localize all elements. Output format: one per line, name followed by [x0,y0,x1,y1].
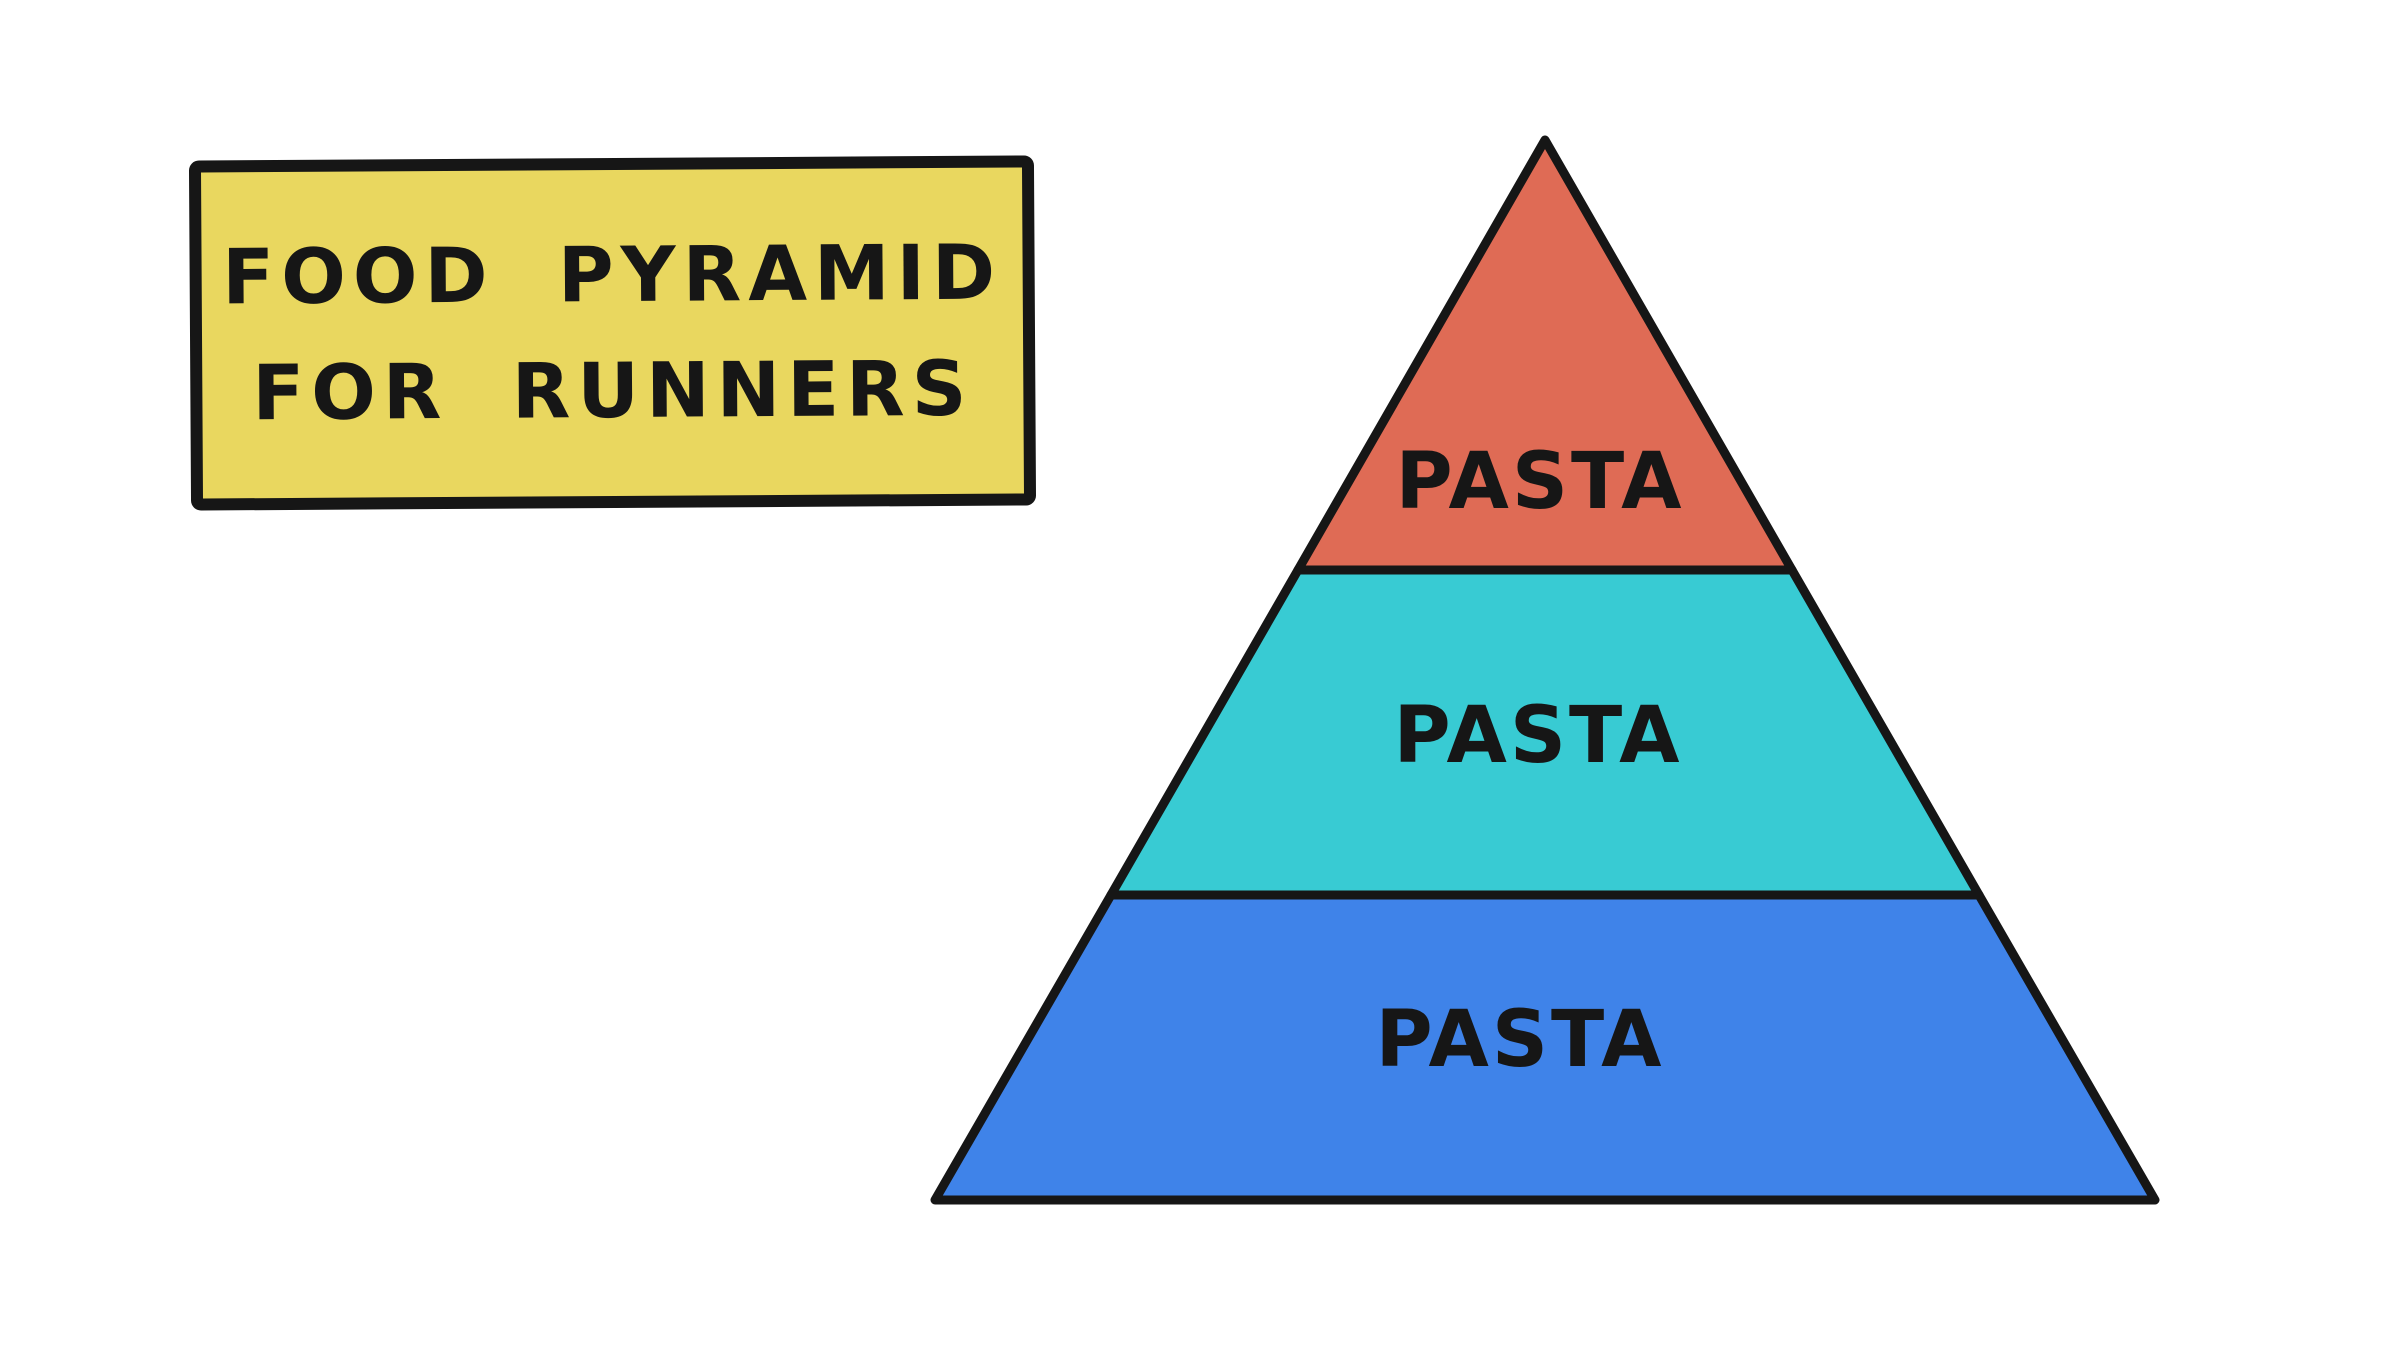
pyramid-tier-middle-label: PASTA [1393,691,1682,781]
pyramid-tier-bottom-label: PASTA [1375,995,1664,1085]
pyramid-tier-bottom [930,890,2160,1205]
pyramid-tier-top-label: PASTA [1395,437,1684,527]
